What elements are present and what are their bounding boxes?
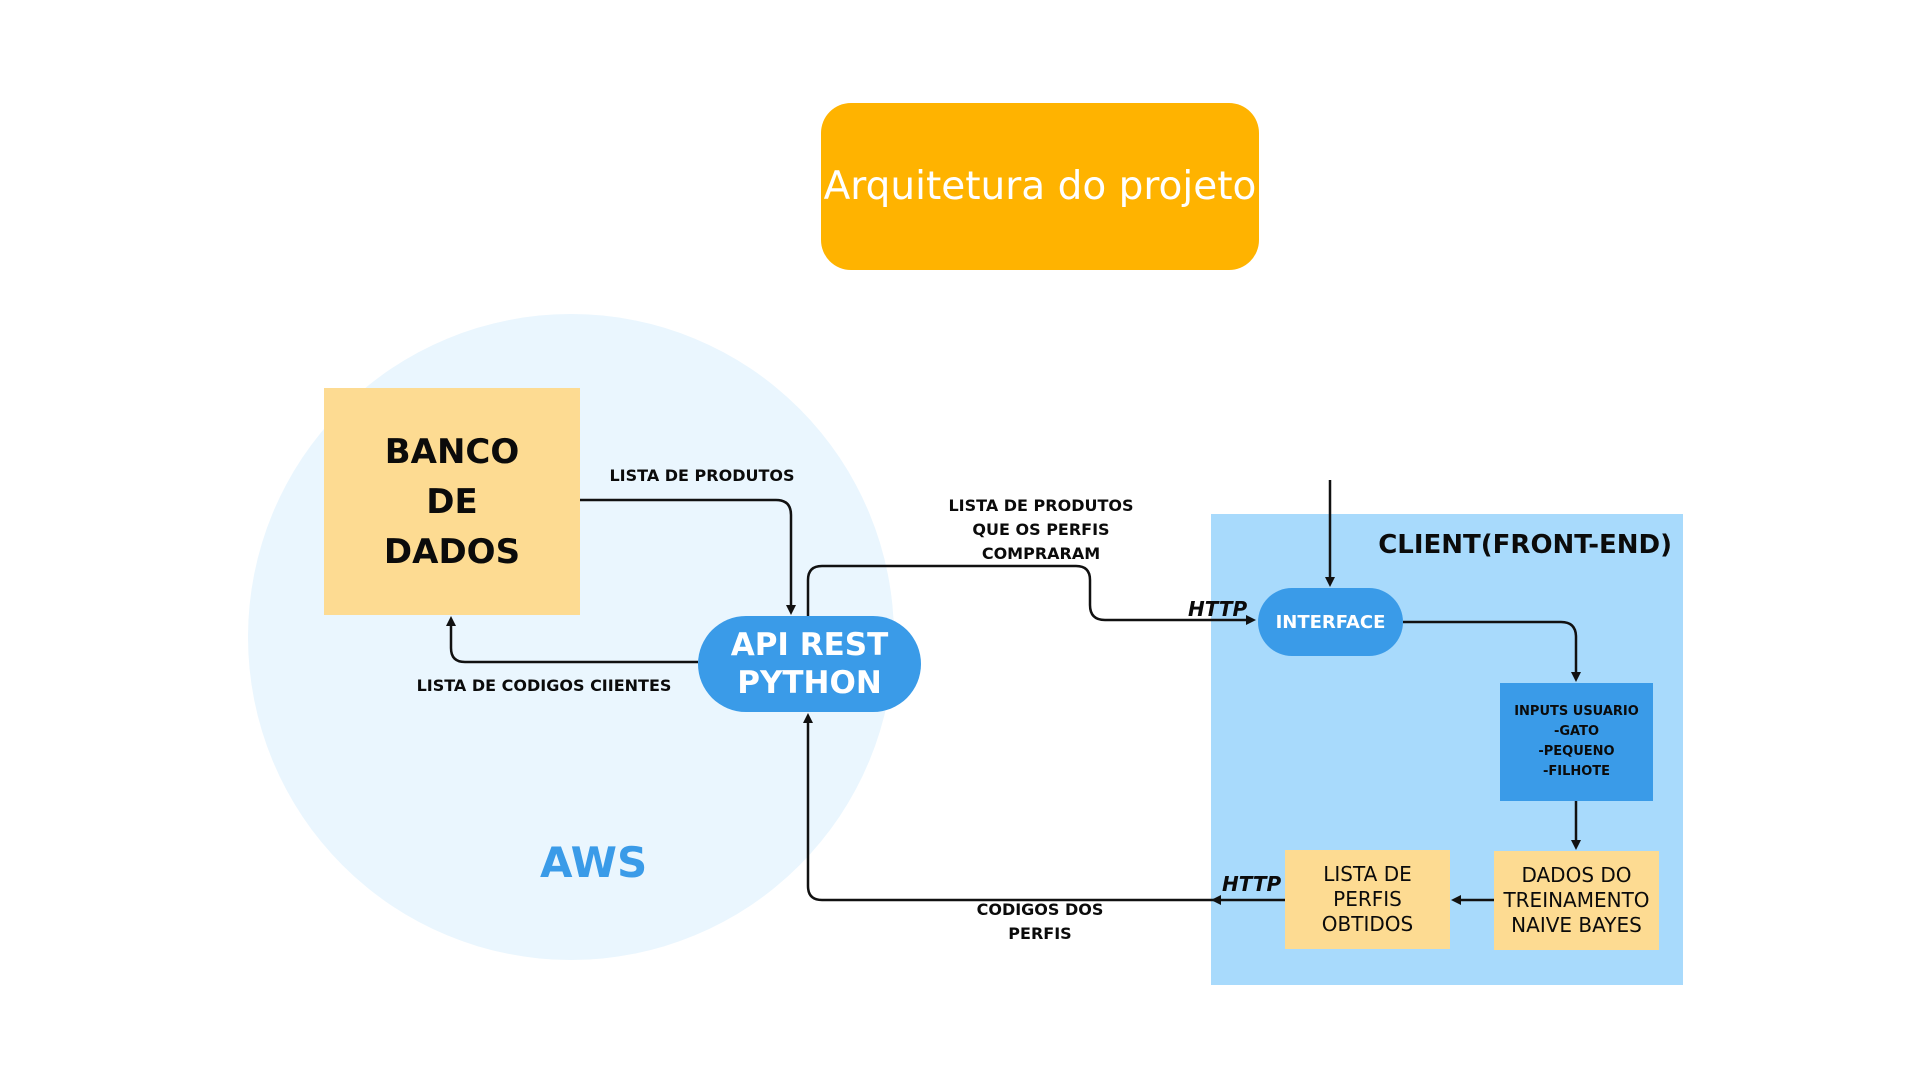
label-lista-produtos: LISTA DE PRODUTOS bbox=[609, 466, 795, 485]
aws-label: AWS bbox=[540, 838, 648, 887]
client-label: CLIENT(FRONT-END) bbox=[1378, 530, 1672, 560]
profiles-list-node: LISTA DE PERFIS OBTIDOS bbox=[1285, 850, 1450, 949]
database-node: BANCO DE DADOS bbox=[324, 388, 580, 615]
label-lista-produtos-perfis: LISTA DE PRODUTOS QUE OS PERFIS COMPRARA… bbox=[948, 496, 1134, 563]
user-inputs-node: INPUTS USUARIO -GATO -PEQUENO -FILHOTE bbox=[1500, 683, 1653, 801]
edge-client-to-api bbox=[803, 713, 1214, 902]
diagram-title: Arquitetura do projeto bbox=[821, 103, 1259, 270]
edge-banco-to-api bbox=[580, 498, 796, 615]
edge-interface-to-inputs bbox=[1403, 620, 1581, 682]
edge-api-to-interface bbox=[806, 564, 1256, 625]
training-data-node: DADOS DO TREINAMENTO NAIVE BAYES bbox=[1494, 851, 1659, 950]
label-codigos-perfis: CODIGOS DOS PERFIS bbox=[976, 900, 1104, 943]
label-http-top: HTTP bbox=[1188, 597, 1248, 621]
edge-api-to-banco bbox=[446, 616, 698, 664]
label-http-bottom: HTTP bbox=[1222, 872, 1282, 896]
interface-node: INTERFACE bbox=[1258, 588, 1403, 656]
label-lista-codigos: LISTA DE CODIGOS CIIENTES bbox=[416, 676, 672, 695]
api-rest-python-node: API REST PYTHON bbox=[698, 616, 921, 712]
